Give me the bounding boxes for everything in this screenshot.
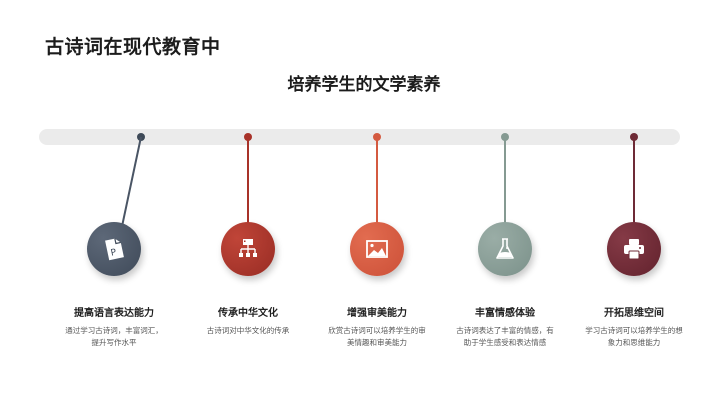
timeline-track bbox=[39, 129, 680, 145]
image-icon bbox=[366, 240, 388, 258]
item-icon-badge-3 bbox=[350, 222, 404, 276]
slide-title: 古诗词在现代教育中 bbox=[45, 36, 221, 58]
item-icon-badge-2 bbox=[221, 222, 275, 276]
flask-icon bbox=[496, 238, 514, 259]
card-title: 提高语言表达能力 bbox=[74, 308, 154, 319]
card-description: 古诗词表达了丰富的情感，有助于学生感受和表达情感 bbox=[456, 326, 554, 347]
timeline-card-1: 提高语言表达能力 通过学习古诗词，丰富词汇，提升写作水平 bbox=[54, 304, 174, 349]
timeline-card-3: 增强审美能力 欣赏古诗词可以培养学生的审美情趣和审美能力 bbox=[317, 304, 437, 349]
timeline-connector-1 bbox=[119, 136, 142, 234]
card-description: 通过学习古诗词，丰富词汇，提升写作水平 bbox=[65, 326, 163, 347]
card-description: 古诗词对中华文化的传承 bbox=[206, 326, 290, 335]
item-icon-badge-4 bbox=[478, 222, 532, 276]
printer-icon bbox=[624, 239, 644, 260]
timeline-connector-3 bbox=[376, 137, 378, 225]
card-title: 传承中华文化 bbox=[218, 308, 278, 319]
timeline-card-4: 丰富情感体验 古诗词表达了丰富的情感，有助于学生感受和表达情感 bbox=[445, 304, 565, 349]
card-description: 学习古诗词可以培养学生的想象力和思维能力 bbox=[585, 326, 683, 347]
card-title: 增强审美能力 bbox=[347, 308, 407, 319]
timeline-card-2: 传承中华文化 古诗词对中华文化的传承 bbox=[188, 304, 308, 337]
item-icon-badge-5 bbox=[607, 222, 661, 276]
timeline-connector-2 bbox=[247, 137, 249, 225]
hierarchy-icon bbox=[239, 239, 257, 257]
svg-text:P: P bbox=[110, 248, 118, 259]
timeline-connector-4 bbox=[504, 137, 506, 225]
document-p-icon: P bbox=[105, 238, 124, 261]
item-icon-badge-1: P bbox=[87, 222, 141, 276]
card-title: 丰富情感体验 bbox=[475, 308, 535, 319]
card-description: 欣赏古诗词可以培养学生的审美情趣和审美能力 bbox=[328, 326, 426, 347]
card-title: 开拓思维空间 bbox=[604, 308, 664, 319]
timeline-connector-5 bbox=[633, 137, 635, 225]
timeline-card-5: 开拓思维空间 学习古诗词可以培养学生的想象力和思维能力 bbox=[574, 304, 694, 349]
slide-subtitle: 培养学生的文学素养 bbox=[287, 75, 441, 95]
